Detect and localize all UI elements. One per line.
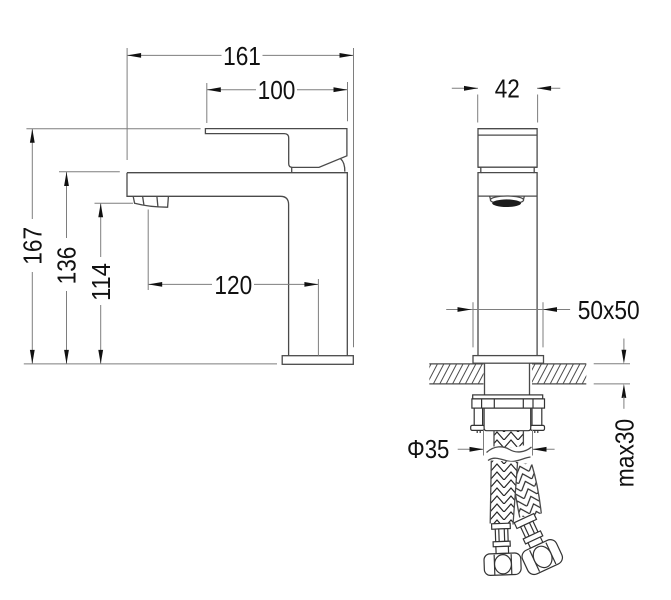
svg-text:161: 161 — [223, 41, 261, 71]
svg-text:100: 100 — [258, 75, 296, 105]
svg-text:42: 42 — [495, 74, 520, 104]
svg-text:114: 114 — [86, 263, 116, 301]
svg-text:Φ35: Φ35 — [407, 434, 449, 464]
svg-text:max30: max30 — [609, 419, 639, 487]
svg-text:167: 167 — [17, 227, 47, 265]
svg-text:120: 120 — [214, 270, 252, 300]
svg-text:50x50: 50x50 — [578, 295, 640, 325]
svg-text:136: 136 — [52, 247, 82, 285]
